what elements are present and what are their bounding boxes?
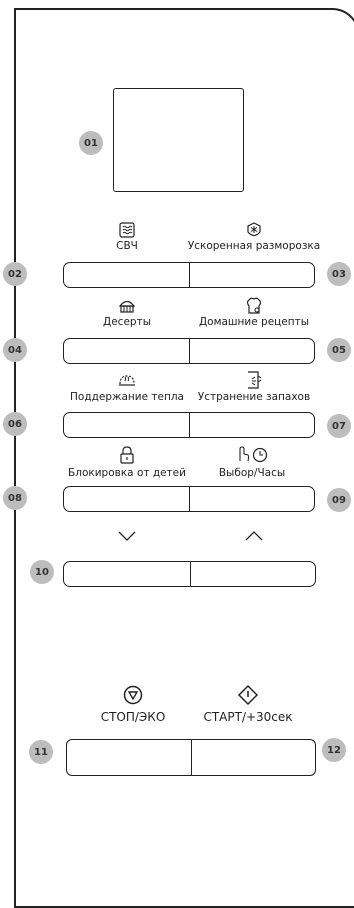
- deodorize-button[interactable]: [189, 412, 315, 438]
- select-clock-button[interactable]: [189, 486, 315, 512]
- chevron-down-icon: [118, 531, 136, 541]
- desserts-label: Десерты: [103, 316, 151, 328]
- deodorize-icon: [245, 371, 263, 389]
- select-clock-label: Выбор/Часы: [218, 467, 286, 479]
- microwave-label: СВЧ: [116, 240, 138, 252]
- start-icon: [237, 684, 259, 706]
- badge-06: 06: [3, 412, 27, 436]
- home-recipes-label: Домашние рецепты: [198, 316, 310, 328]
- desserts-button[interactable]: [63, 338, 189, 364]
- stop-icon: [123, 685, 143, 705]
- badge-03: 03: [327, 262, 351, 286]
- down-button[interactable]: [63, 561, 190, 587]
- hand-clock-icon: [235, 445, 269, 463]
- badge-11: 11: [29, 740, 53, 764]
- badge-01: 01: [79, 131, 103, 155]
- chef-hat-icon: [245, 297, 263, 315]
- badge-05: 05: [327, 338, 351, 362]
- badge-08: 08: [3, 486, 27, 510]
- stop-eco-label: СТОП/ЭКО: [100, 710, 166, 724]
- badge-02: 02: [3, 262, 27, 286]
- deodorize-label: Устранение запахов: [197, 391, 311, 403]
- display-screen: [113, 88, 244, 192]
- keep-warm-button[interactable]: [63, 412, 189, 438]
- child-lock-label: Блокировка от детей: [68, 467, 186, 479]
- padlock-icon: [119, 446, 135, 464]
- badge-10: 10: [30, 560, 54, 584]
- microwave-waves-icon: [119, 222, 135, 238]
- steam-plate-icon: [118, 372, 136, 388]
- badge-07: 07: [327, 414, 351, 438]
- home-recipes-button[interactable]: [189, 338, 315, 364]
- chevron-up-icon: [245, 531, 263, 541]
- stop-eco-button[interactable]: [66, 739, 191, 776]
- badge-12: 12: [322, 738, 346, 762]
- badge-09: 09: [327, 488, 351, 512]
- start-30-button[interactable]: [191, 739, 316, 776]
- snowflake-drop-icon: [246, 222, 262, 240]
- badge-04: 04: [3, 338, 27, 362]
- start-30-label: СТАРТ/+30сек: [203, 710, 293, 724]
- microwave-button[interactable]: [63, 262, 189, 288]
- rapid-defrost-label: Ускоренная разморозка: [187, 240, 321, 252]
- up-button[interactable]: [190, 561, 316, 587]
- keep-warm-label: Поддержание тепла: [70, 391, 184, 403]
- cake-icon: [118, 298, 136, 314]
- child-lock-button[interactable]: [63, 486, 189, 512]
- rapid-defrost-button[interactable]: [189, 262, 315, 288]
